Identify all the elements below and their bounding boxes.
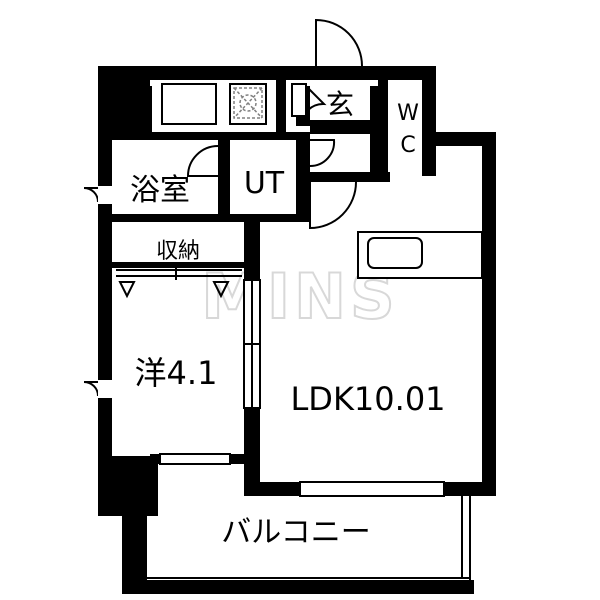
balcony-outline	[145, 496, 471, 592]
room-western: 洋4.1	[135, 354, 218, 392]
washing-machine-icon	[233, 87, 263, 119]
western-window	[98, 380, 112, 398]
closet-rod	[116, 266, 242, 299]
doors	[83, 18, 363, 397]
kitchen-counter	[357, 231, 483, 279]
sliding-door	[243, 279, 261, 409]
room-storage: 収納	[156, 239, 200, 264]
room-wc: W C	[397, 101, 419, 158]
windows	[159, 453, 445, 497]
room-ut: UT	[244, 166, 285, 201]
room-bath: 浴室	[130, 173, 190, 208]
room-ldk: LDK10.01	[290, 380, 445, 418]
room-genkan: 玄	[326, 88, 354, 121]
room-balcony: バルコニー	[221, 515, 370, 550]
bath-window	[98, 186, 112, 204]
svg-text:W: W	[397, 101, 419, 126]
svg-text:C: C	[400, 133, 415, 158]
